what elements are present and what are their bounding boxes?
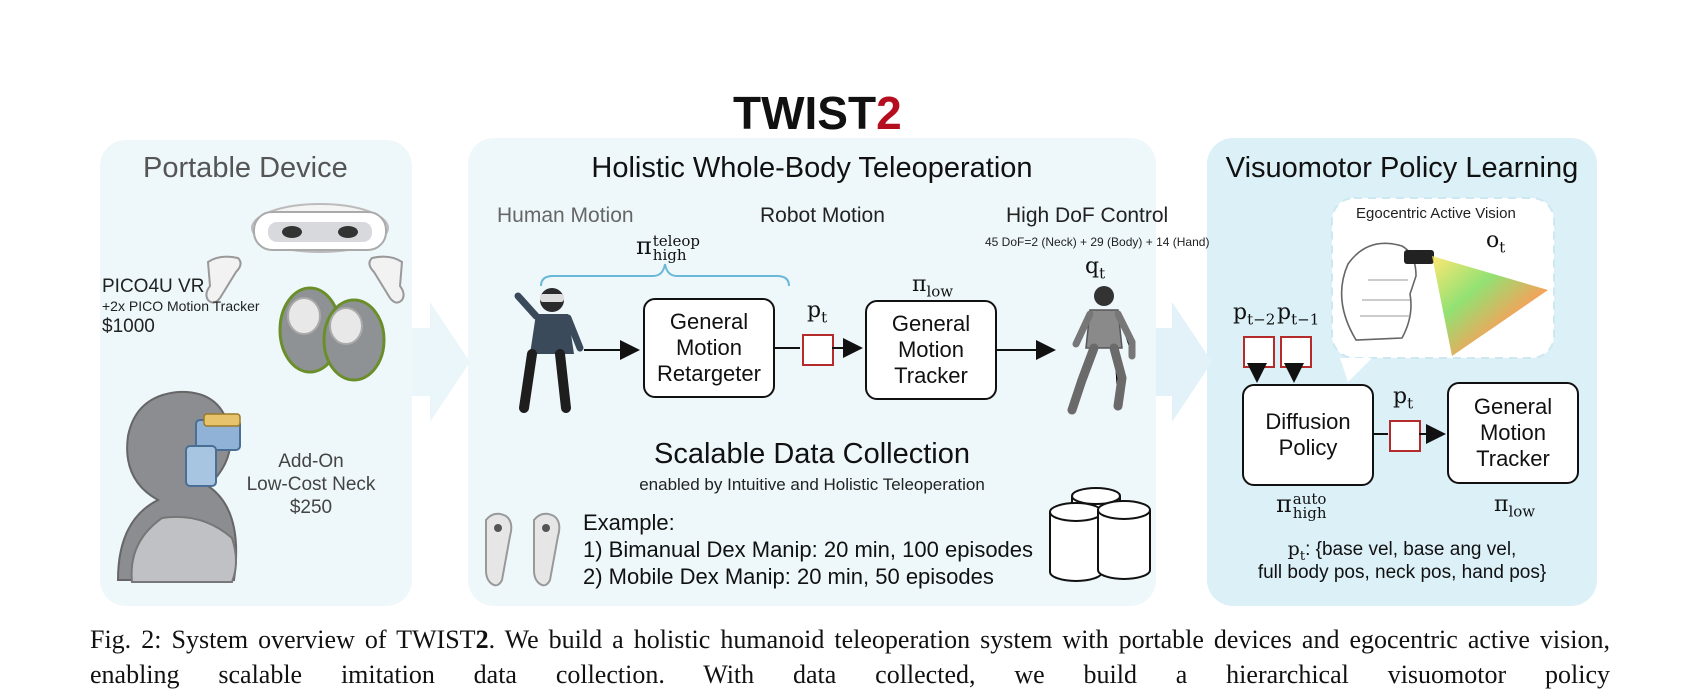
figure-caption: Fig. 2: System overview of TWIST2. We bu… [90, 622, 1610, 692]
